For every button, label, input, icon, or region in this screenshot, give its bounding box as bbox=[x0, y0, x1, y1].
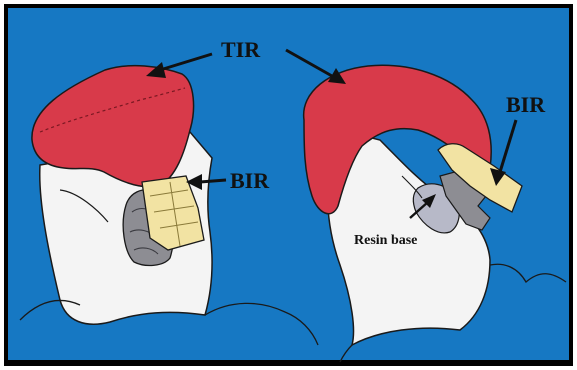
resin-base-label: Resin base bbox=[354, 233, 417, 248]
left-bir-arrow bbox=[200, 180, 226, 182]
bir-label-right: BIR bbox=[506, 92, 546, 117]
bir-label-left: BIR bbox=[230, 168, 270, 193]
tir-label: TIR bbox=[221, 37, 261, 62]
